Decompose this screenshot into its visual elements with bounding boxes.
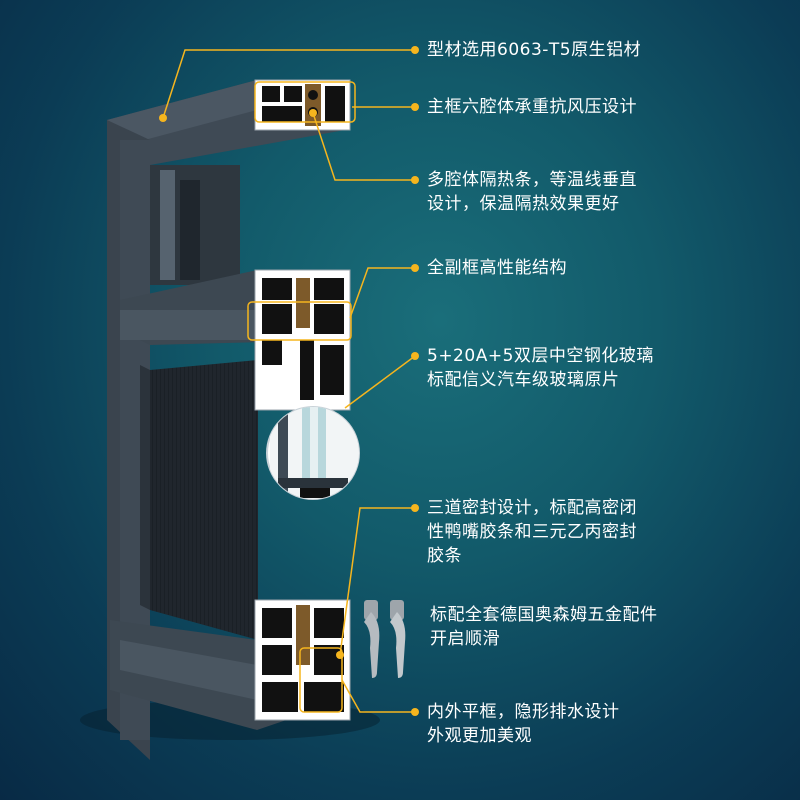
dot-seal (411, 504, 419, 512)
feature-glass: 5+20A+5双层中空钢化玻璃 标配信义汽车级玻璃原片 (427, 344, 654, 392)
leader-lines (162, 49, 416, 713)
feature-line: 性鸭嘴胶条和三元乙丙密封 (427, 522, 637, 542)
dot-insulation-strip (411, 176, 419, 184)
dot-flat-frame (411, 708, 419, 716)
dot-bottom-section (336, 651, 344, 659)
feature-line: 三道密封设计，标配高密闭 (427, 498, 637, 518)
hardware-handles (364, 600, 406, 678)
feature-line: 标配信义汽车级玻璃原片 (427, 370, 620, 390)
feature-line: 设计，保温隔热效果更好 (427, 194, 620, 214)
bottom-profile-section (254, 599, 351, 721)
feature-seal: 三道密封设计，标配高密闭 性鸭嘴胶条和三元乙丙密封 胶条 (427, 496, 637, 568)
feature-insulation-strip: 多腔体隔热条，等温线垂直 设计，保温隔热效果更好 (427, 168, 637, 216)
feature-line: 型材选用6063-T5原生铝材 (427, 40, 642, 60)
feature-line: 开启顺滑 (430, 629, 500, 649)
feature-line: 胶条 (427, 546, 462, 566)
feature-hardware: 标配全套德国奥森姆五金配件 开启顺滑 (430, 603, 658, 651)
dot-profile-material-end (411, 46, 419, 54)
glass-zoom-circle (266, 406, 360, 500)
feature-flat-frame: 内外平框，隐形排水设计 外观更加美观 (427, 700, 620, 748)
feature-line: 内外平框，隐形排水设计 (427, 702, 620, 722)
highlight-boxes (247, 81, 356, 713)
feature-line: 5+20A+5双层中空钢化玻璃 (427, 346, 654, 366)
dot-top-section (309, 109, 317, 117)
feature-main-frame: 主框六腔体承重抗风压设计 (427, 95, 637, 119)
feature-line: 多腔体隔热条，等温线垂直 (427, 170, 637, 190)
feature-profile-material: 型材选用6063-T5原生铝材 (427, 38, 641, 62)
dot-profile-material (159, 114, 167, 122)
feature-line: 外观更加美观 (427, 726, 532, 746)
feature-line: 主框六腔体承重抗风压设计 (427, 97, 637, 117)
dot-sub-frame (411, 264, 419, 272)
dot-main-frame (411, 103, 419, 111)
feature-line: 标配全套德国奥森姆五金配件 (430, 605, 658, 625)
feature-sub-frame: 全副框高性能结构 (427, 256, 567, 280)
dot-glass (411, 352, 419, 360)
feature-line: 全副框高性能结构 (427, 258, 567, 278)
